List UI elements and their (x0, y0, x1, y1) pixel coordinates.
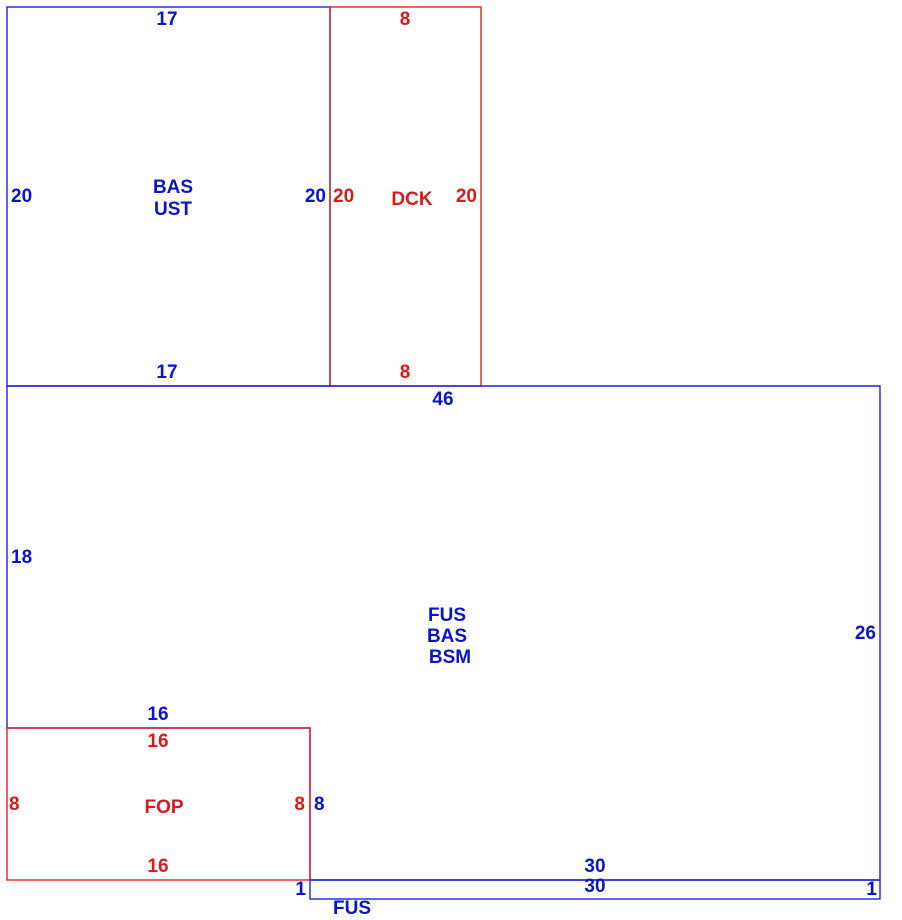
fus-strip-left-dimension: 1 (295, 879, 306, 900)
fop-code: FOP (144, 797, 183, 818)
fop-right-dimension: 8 (294, 794, 305, 815)
fus-strip-bottom-dimension: 30 (584, 876, 605, 897)
main-code-line1: FUS (428, 605, 466, 626)
main-code-line3: BSM (429, 647, 471, 668)
main-top-dimension: 46 (432, 389, 453, 410)
main-code-line2: BAS (427, 626, 467, 647)
bas-ust-left-dimension: 20 (11, 186, 32, 207)
bas-ust-code-line2: UST (154, 199, 192, 220)
dck-right-dimension: 20 (456, 186, 477, 207)
fus-strip-code: FUS (333, 898, 371, 919)
dck-bottom-dimension: 8 (400, 362, 411, 383)
fop-top-dimension: 16 (147, 731, 168, 752)
main-left-dimension: 18 (11, 547, 32, 568)
dck-left-dimension: 20 (333, 186, 354, 207)
main-right-dimension: 26 (855, 623, 876, 644)
fus-strip-outline (309, 879, 881, 900)
main-inner-right-dimension: 8 (314, 794, 325, 815)
bas-ust-code-line1: BAS (153, 177, 193, 198)
dck-top-dimension: 8 (400, 9, 411, 30)
bas-ust-bottom-dimension: 17 (156, 362, 177, 383)
bas-ust-right-dimension: 20 (305, 186, 326, 207)
fop-outline (6, 727, 311, 881)
fop-bottom-dimension: 16 (147, 856, 168, 877)
fop-left-dimension: 8 (9, 794, 20, 815)
dck-code: DCK (391, 189, 432, 210)
fus-strip-top-dimension: 30 (584, 856, 605, 877)
main-inner-top-dimension: 16 (147, 704, 168, 725)
fus-strip-right-dimension: 1 (866, 879, 877, 900)
bas-ust-top-dimension: 17 (156, 9, 177, 30)
